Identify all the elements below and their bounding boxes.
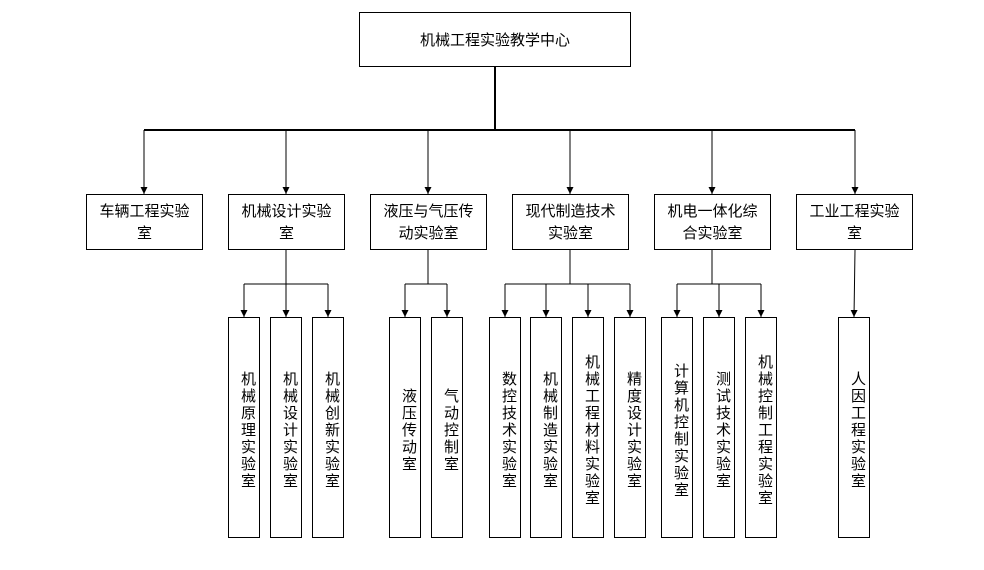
group-node-industrial: 工业工程实验室 [796,194,913,250]
root-node: 机械工程实验教学中心 [359,12,631,67]
leaf-node-label: 机械工程材料实验室 [583,354,601,507]
leaf-node: 液压传动室 [389,317,421,538]
group-node-label: 机电一体化综合实验室 [667,202,758,242]
leaf-node: 机械工程材料实验室 [572,317,604,538]
leaf-node-label: 精度设计实验室 [625,371,643,490]
leaf-node: 数控技术实验室 [489,317,521,538]
leaf-node: 机械原理实验室 [228,317,260,538]
leaf-node: 机械创新实验室 [312,317,344,538]
group-node-label: 液压与气压传动实验室 [383,202,474,242]
group-node-label: 现代制造技术实验室 [525,202,616,242]
leaf-node: 人因工程实验室 [838,317,870,538]
group-node-mechatronics: 机电一体化综合实验室 [654,194,771,250]
group-node-label: 机械设计实验室 [241,202,332,242]
leaf-node: 计算机控制实验室 [661,317,693,538]
leaf-node-label: 机械创新实验室 [323,371,341,490]
leaf-node-label: 机械原理实验室 [239,371,257,490]
leaf-node-label: 气动控制室 [442,388,460,473]
leaf-node-label: 测试技术实验室 [714,371,732,490]
group-node-mechanical-design: 机械设计实验室 [228,194,345,250]
leaf-node-label: 液压传动室 [400,388,418,473]
group-node-hydraulic: 液压与气压传动实验室 [370,194,487,250]
group-node-label: 工业工程实验室 [809,202,900,242]
leaf-node-label: 机械设计实验室 [281,371,299,490]
leaf-node: 测试技术实验室 [703,317,735,538]
leaf-node-label: 人因工程实验室 [849,371,867,490]
leaf-arrow [850,249,858,318]
group-node-label: 车辆工程实验室 [99,202,190,242]
leaf-node-label: 数控技术实验室 [500,371,518,490]
leaf-node: 气动控制室 [431,317,463,538]
group-node-vehicle: 车辆工程实验室 [86,194,203,250]
leaf-node-label: 机械制造实验室 [541,371,559,490]
root-node-label: 机械工程实验教学中心 [419,31,570,49]
leaf-node: 机械设计实验室 [270,317,302,538]
leaf-node-label: 机械控制工程实验室 [756,354,774,507]
group-node-manufacturing: 现代制造技术实验室 [512,194,629,250]
leaf-node: 机械制造实验室 [530,317,562,538]
leaf-node-label: 计算机控制实验室 [672,362,690,499]
leaf-node: 精度设计实验室 [614,317,646,538]
leaf-node: 机械控制工程实验室 [745,317,777,538]
